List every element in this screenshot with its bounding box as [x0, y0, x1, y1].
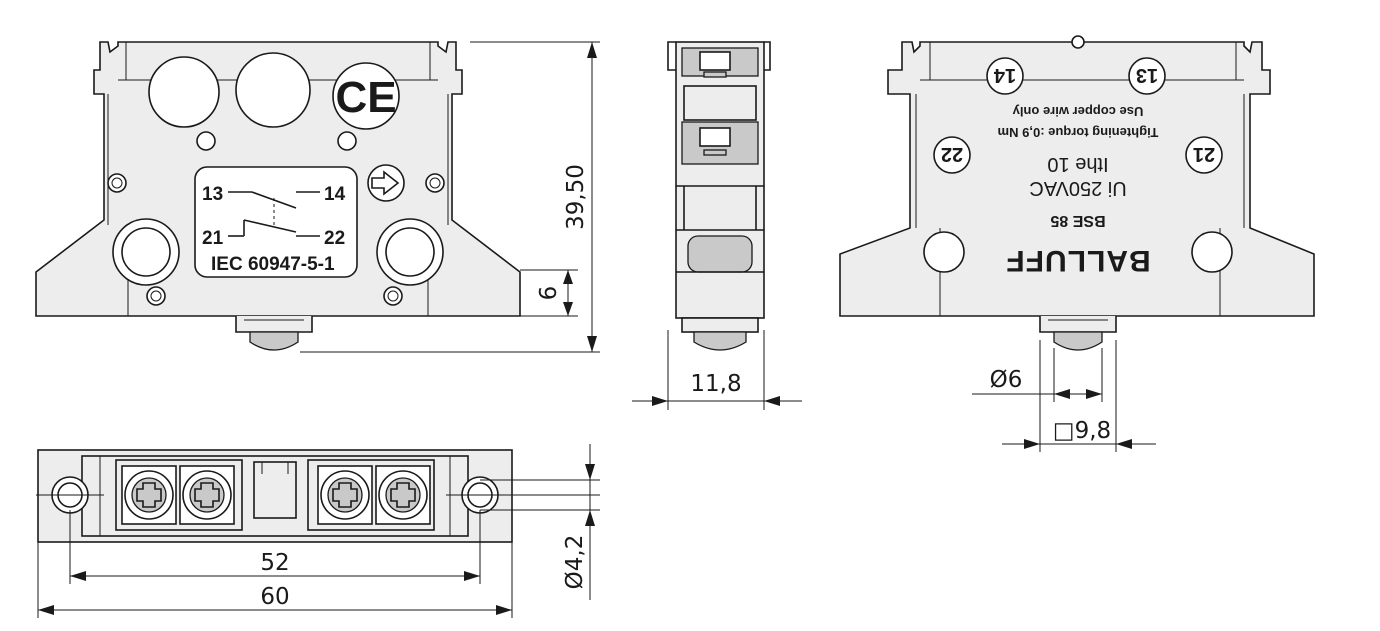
terminal-14: 14	[324, 184, 346, 205]
rear-terminal-21: 21	[1193, 143, 1215, 165]
side-view	[667, 41, 771, 351]
rear-terminal-22: 22	[941, 143, 963, 165]
standard-label: IEC 60947-5-1	[211, 254, 335, 275]
rear-text-model: BSE 85	[1050, 212, 1105, 229]
rear-text-copper: Use copper wire only	[1012, 104, 1144, 119]
rear-actuator	[1053, 331, 1103, 351]
rear-terminal-14: 14	[993, 64, 1016, 86]
side-lens	[687, 235, 753, 273]
rear-text-torque: Tightening torque :0,9 Nm	[998, 125, 1159, 140]
arrow-right-icon	[367, 164, 405, 202]
rear-text-ui: Ui 250VAC	[1029, 177, 1126, 199]
balluff-logo: BALLUFF	[1005, 244, 1150, 277]
front-lens-center	[235, 52, 311, 128]
bottom-view	[36, 449, 600, 543]
terminal-screw	[121, 465, 177, 525]
dim-hole-spacing: 52	[260, 550, 289, 576]
ce-mark-text: CE	[335, 73, 396, 122]
rear-view: 14 13 22 21 Use copper wire only Tighten…	[839, 35, 1315, 351]
mounting-hole-left	[121, 227, 171, 277]
front-actuator	[249, 331, 299, 351]
terminal-13: 13	[202, 184, 223, 205]
terminal-22: 22	[324, 228, 345, 249]
terminal-screw	[317, 465, 373, 525]
dimensions: 39,50 6 11,8 Ø6 □9,8 52	[37, 41, 1156, 618]
dim-actuator-diameter: Ø6	[990, 367, 1023, 393]
terminal-21: 21	[202, 228, 224, 249]
terminal-screw	[179, 465, 235, 525]
front-view: CE 13 14 21 22 IEC 60947-5-1	[35, 41, 521, 351]
side-actuator	[693, 331, 747, 351]
dim-actuator-offset: 6	[536, 286, 562, 301]
dim-hole-diameter: Ø4,2	[562, 535, 588, 590]
dim-actuator-square: □9,8	[1053, 418, 1111, 444]
front-lens-left	[148, 56, 220, 128]
dim-overall-width: 60	[260, 584, 289, 610]
mounting-hole-right	[385, 227, 435, 277]
dim-depth: 11,8	[690, 371, 741, 397]
terminal-screw	[375, 465, 431, 525]
rear-terminal-13: 13	[1136, 64, 1158, 86]
dim-height: 39,50	[563, 164, 589, 230]
ce-mark	[332, 62, 400, 130]
rear-text-ithe: Ithe 10	[1047, 153, 1108, 175]
contact-schematic-plate	[194, 166, 358, 278]
